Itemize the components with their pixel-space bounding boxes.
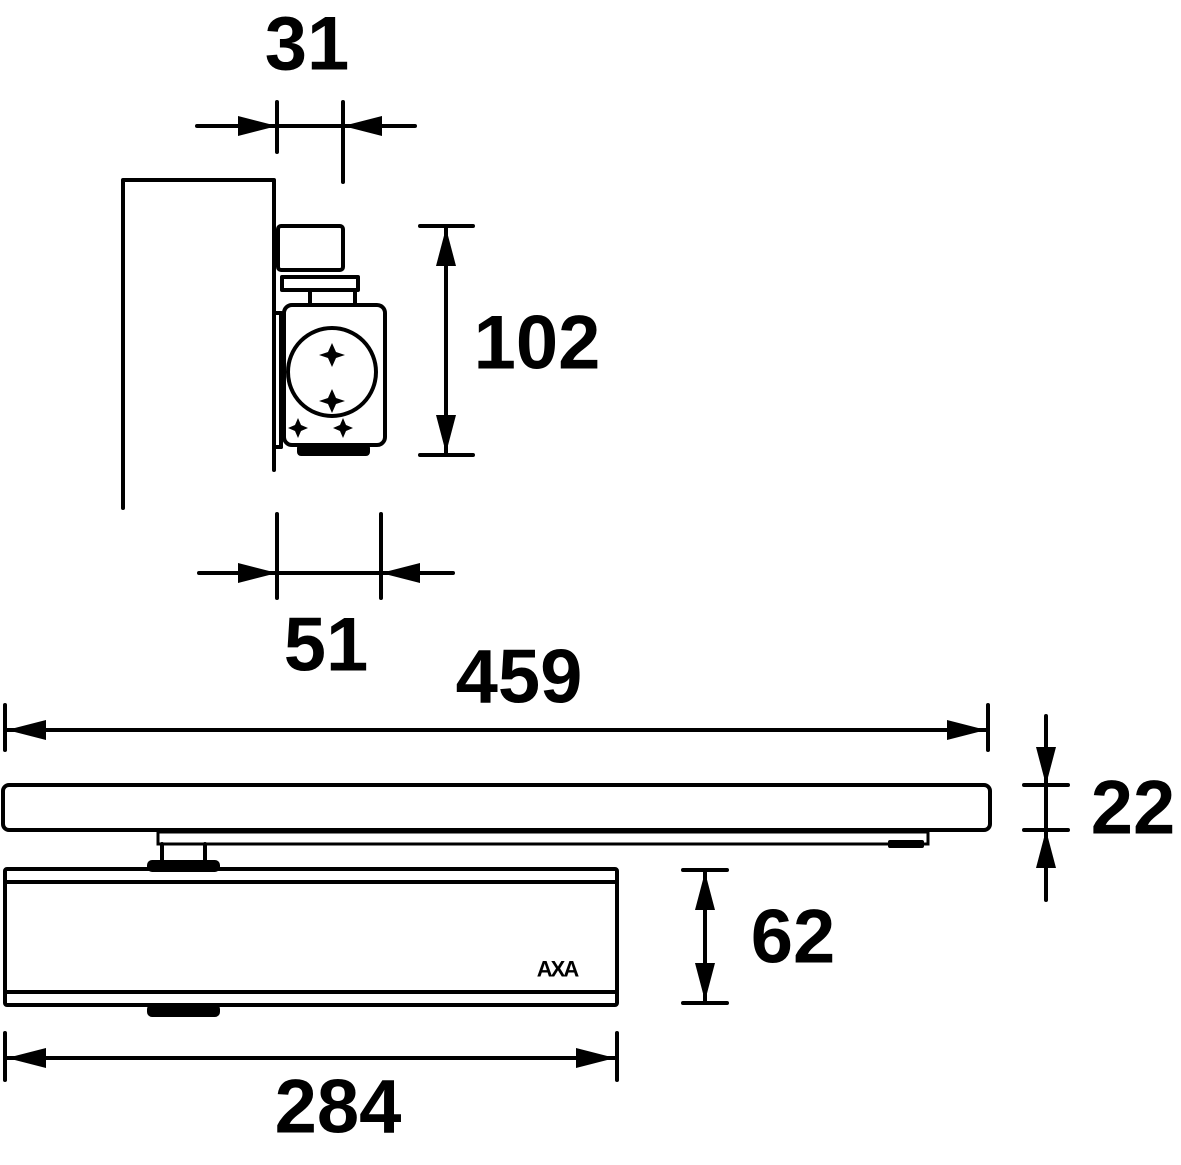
dimension-31: 31: [195, 2, 417, 184]
dimension-label-22: 22: [1091, 766, 1176, 851]
dimension-label-102: 102: [474, 301, 601, 386]
dimension-label-31: 31: [265, 2, 350, 87]
slide-rail: [1, 783, 992, 832]
bottom-pad: [297, 444, 370, 456]
dimension-284: 284: [3, 1031, 619, 1150]
screw-icons: [288, 343, 353, 438]
dimension-label-459: 459: [456, 635, 583, 720]
dimension-51: 51: [197, 512, 455, 688]
dimension-label-284: 284: [275, 1065, 402, 1150]
spindle-circle: [286, 326, 378, 418]
closer-body-front: [3, 867, 619, 1007]
door-frame-outline: [121, 178, 276, 510]
side-view: [121, 178, 387, 510]
brand-logo: AXA: [537, 957, 580, 982]
dimension-102: 102: [418, 224, 601, 457]
dimension-22: 22: [1022, 714, 1176, 902]
mounting-bracket: [276, 224, 345, 272]
dimension-label-62: 62: [751, 895, 836, 980]
dimension-label-51: 51: [284, 603, 369, 688]
rail-end-stop: [888, 840, 924, 848]
dimension-459: 459: [3, 635, 990, 752]
dimension-62: 62: [681, 868, 836, 1005]
arm-connector: [280, 275, 360, 292]
rail-underside: [156, 830, 930, 846]
front-view: AXA: [1, 783, 992, 1017]
bottom-tab: [147, 1004, 220, 1017]
